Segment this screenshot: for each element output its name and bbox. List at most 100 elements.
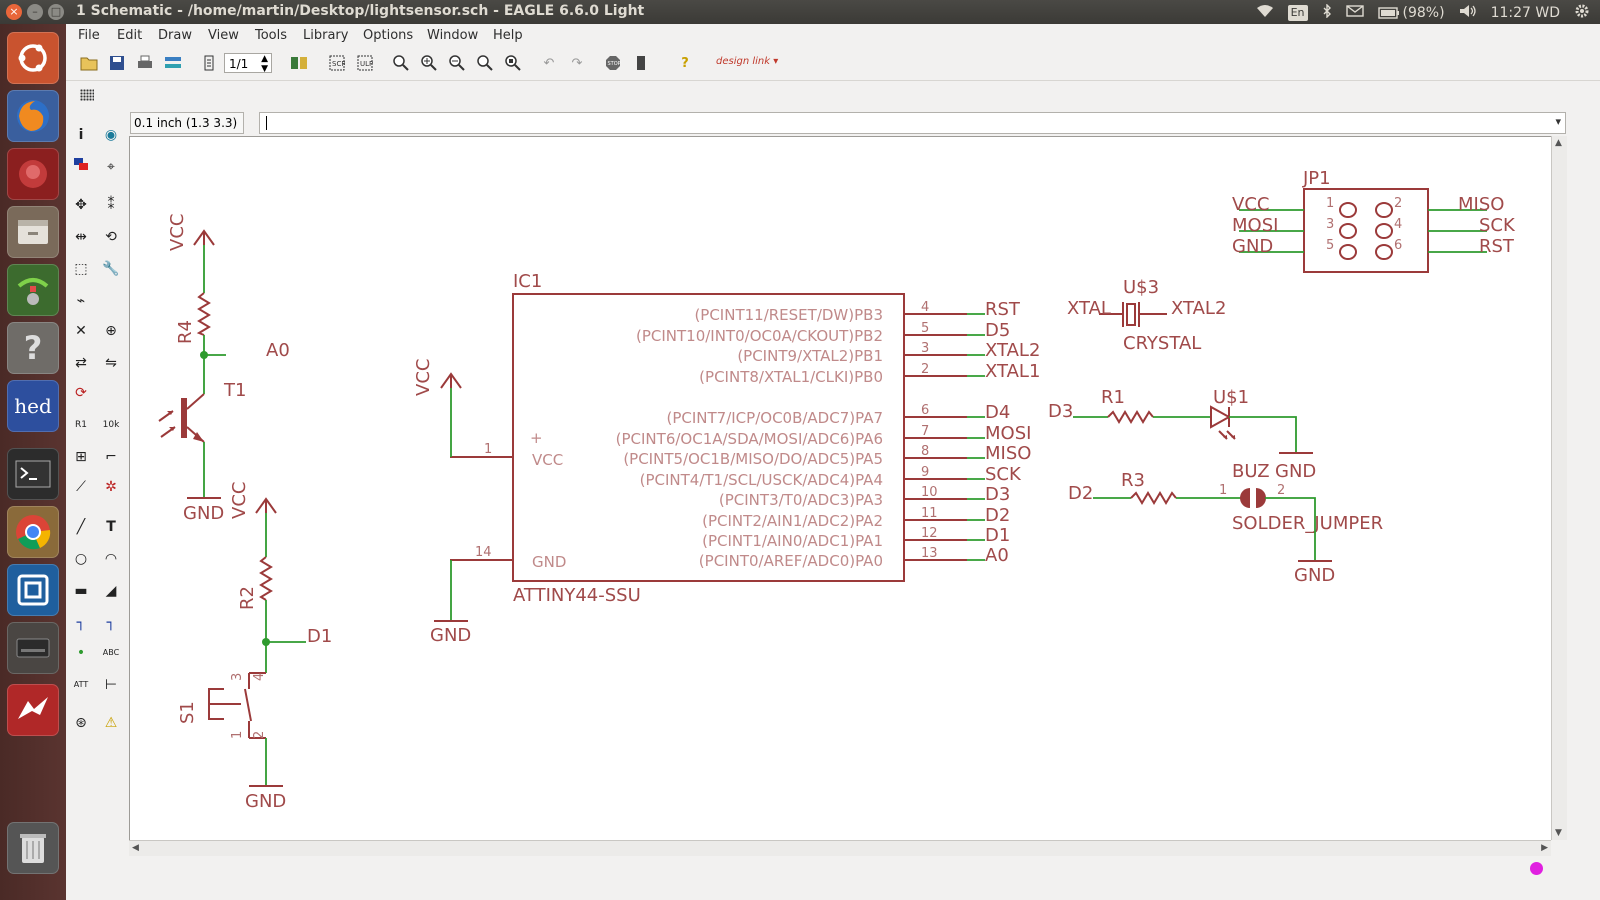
move-icon[interactable]: ✥ — [75, 197, 87, 213]
smash-icon[interactable]: ⊞ — [75, 449, 87, 465]
battery-indicator[interactable]: (98%) — [1377, 5, 1445, 21]
net-icon[interactable]: ┐ — [106, 615, 116, 631]
gateswap-icon[interactable]: ⇋ — [105, 355, 117, 371]
window-maximize-button[interactable]: □ — [48, 4, 64, 20]
rectangle-icon[interactable]: ▬ — [74, 583, 88, 599]
menu-options[interactable]: Options — [363, 28, 414, 43]
go-icon[interactable] — [632, 55, 650, 73]
open-icon[interactable] — [80, 55, 98, 73]
ubuntu-dash-icon[interactable] — [7, 32, 59, 84]
horizontal-scrollbar[interactable]: ◀ ▶ — [129, 840, 1551, 856]
change-wrench-icon[interactable]: 🔧 — [102, 261, 120, 277]
mail-icon[interactable] — [1345, 5, 1364, 21]
split-icon[interactable]: ⟋ — [76, 479, 86, 495]
menu-library[interactable]: Library — [303, 28, 349, 43]
name-icon[interactable]: R1 — [75, 420, 87, 430]
window-close-button[interactable]: × — [6, 4, 22, 20]
menu-help[interactable]: Help — [493, 28, 523, 43]
add-part-icon[interactable]: ⊕ — [105, 323, 117, 339]
trash-icon[interactable] — [7, 822, 59, 874]
app-blue-icon[interactable] — [7, 564, 59, 616]
mirror-icon[interactable]: ⇹ — [75, 229, 87, 245]
clock[interactable]: 11:27 WD — [1490, 5, 1560, 21]
value-icon[interactable]: 10k — [102, 420, 120, 430]
gnd-symbol-led[interactable]: GND — [1275, 452, 1316, 482]
app-red-icon[interactable] — [7, 148, 59, 200]
header-jp1[interactable]: JP1 1 3 5 2 4 6 VCC MOSI GND MISO SCK RS… — [1232, 168, 1516, 273]
command-line-input[interactable]: ▾ — [259, 112, 1566, 134]
dimension-icon[interactable]: ⊢ — [104, 677, 118, 693]
phototransistor-t1[interactable]: T1 — [158, 380, 246, 443]
stop-icon[interactable]: STOP — [604, 55, 622, 73]
vcc-supply-top[interactable]: VCC — [167, 214, 215, 251]
designlink-button[interactable]: design link ▾ — [716, 56, 779, 67]
grid-icon[interactable] — [80, 89, 94, 101]
chrome-icon[interactable] — [7, 506, 59, 558]
drive-icon[interactable] — [7, 622, 59, 674]
sheet-selector[interactable]: 1/1 ▲▼ — [224, 53, 272, 74]
circle-icon[interactable]: ○ — [74, 551, 88, 567]
gnd-symbol-buzzer[interactable]: GND — [1294, 560, 1335, 586]
display-layers-icon[interactable] — [70, 156, 92, 178]
bluetooth-icon[interactable] — [1322, 3, 1332, 22]
zoom-in-icon[interactable] — [420, 55, 438, 73]
vcc-supply-bottom[interactable]: VCC — [229, 482, 277, 519]
print-icon[interactable] — [136, 55, 154, 73]
eagle-icon[interactable] — [7, 684, 59, 736]
redo-icon[interactable]: ↷ — [571, 56, 583, 71]
copy-icon[interactable]: ⁑ — [107, 197, 115, 213]
scroll-down-arrow-icon[interactable]: ▼ — [1555, 828, 1562, 838]
terminal-icon[interactable] — [7, 448, 59, 500]
save-icon[interactable] — [108, 55, 126, 73]
scroll-right-arrow-icon[interactable]: ▶ — [1541, 843, 1548, 853]
keyboard-layout-indicator[interactable]: En — [1287, 5, 1308, 21]
help-question-icon[interactable]: ? — [681, 56, 689, 71]
gnd-symbol-s1[interactable]: GND — [245, 785, 286, 812]
crystal-u3[interactable]: XTAL XTAL2 U$3 CRYSTAL — [1067, 277, 1226, 354]
scroll-left-arrow-icon[interactable]: ◀ — [132, 843, 139, 853]
vertical-scrollbar[interactable]: ▲ ▼ — [1551, 136, 1567, 840]
command-history-dropdown-icon[interactable]: ▾ — [1555, 115, 1561, 128]
zoom-out-icon[interactable] — [448, 55, 466, 73]
menu-draw[interactable]: Draw — [158, 28, 192, 43]
menu-window[interactable]: Window — [427, 28, 479, 43]
scroll-up-arrow-icon[interactable]: ▲ — [1555, 138, 1562, 148]
schematic-canvas[interactable]: .sym { stroke:#9b3a3a; fill:none; stroke… — [129, 136, 1551, 841]
app-green-icon[interactable] — [7, 264, 59, 316]
volume-icon[interactable] — [1459, 4, 1477, 22]
pinswap-icon[interactable]: ⇄ — [75, 355, 87, 371]
zoom-fit-icon[interactable] — [392, 55, 410, 73]
menu-edit[interactable]: Edit — [117, 28, 143, 43]
attribute-icon[interactable]: ATT — [73, 680, 89, 689]
bus-icon[interactable]: ┐ — [76, 615, 86, 631]
arc-icon[interactable]: ◠ — [104, 551, 118, 567]
zoom-redraw-icon[interactable] — [476, 55, 494, 73]
gnd-symbol-t1[interactable]: GND — [183, 497, 224, 524]
ic1-attiny44[interactable]: IC1 ATTINY44-SSU + VCC GND 1 14 (PCINT11… — [450, 271, 1040, 606]
menu-view[interactable]: View — [208, 28, 239, 43]
junction-icon[interactable]: • — [76, 645, 86, 661]
zoom-select-icon[interactable] — [504, 55, 522, 73]
resistor-r4[interactable]: R4 — [175, 292, 211, 344]
wifi-icon[interactable] — [1256, 4, 1274, 22]
wire-icon[interactable]: ╱ — [76, 519, 86, 535]
use-library-icon[interactable]: SCR — [328, 55, 346, 73]
undo-icon[interactable]: ↶ — [543, 56, 555, 71]
firefox-icon[interactable] — [7, 90, 59, 142]
buzzer-solder-jumper[interactable]: 1 2 BUZ SOLDER_JUMPER — [1219, 461, 1383, 534]
errors-icon[interactable]: ⚠ — [104, 715, 118, 731]
info-icon[interactable]: i — [78, 127, 84, 143]
menu-file[interactable]: File — [78, 28, 100, 43]
replace-icon[interactable]: ⟳ — [75, 385, 87, 401]
resistor-r1[interactable]: R1 — [1101, 387, 1154, 424]
paste-icon[interactable]: ⌁ — [76, 293, 86, 309]
switch-s1[interactable]: 3 4 1 2 S1 — [177, 672, 267, 739]
group-icon[interactable]: ⬚ — [74, 261, 88, 277]
resistor-r3[interactable]: R3 — [1121, 470, 1177, 505]
show-eye-icon[interactable]: ◉ — [104, 127, 118, 143]
gnd-symbol-ic[interactable]: GND — [430, 620, 471, 646]
window-minimize-button[interactable]: – — [27, 4, 43, 20]
erc-icon[interactable]: ⊛ — [75, 715, 87, 731]
invoke-icon[interactable]: ✲ — [105, 479, 117, 495]
delete-icon[interactable]: ✕ — [75, 323, 87, 339]
